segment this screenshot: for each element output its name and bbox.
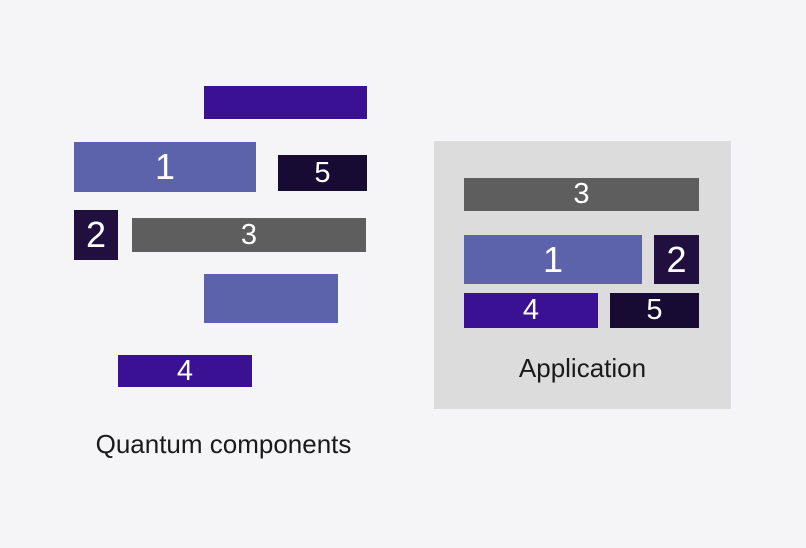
application-block-1: 1	[464, 235, 642, 284]
application-container: 3 1 2 4 5 Application	[434, 141, 731, 409]
quantum-block-5: 5	[278, 155, 367, 191]
quantum-block-periwinkle	[204, 274, 338, 323]
quantum-block-1: 1	[74, 142, 256, 192]
quantum-block-purple-top	[204, 86, 367, 119]
application-caption: Application	[518, 353, 647, 383]
application-block-5: 5	[610, 293, 699, 328]
application-block-2: 2	[654, 235, 699, 284]
application-block-4: 4	[464, 293, 598, 328]
application-block-3: 3	[464, 178, 699, 211]
quantum-block-3: 3	[132, 218, 366, 252]
quantum-caption: Quantum components	[95, 429, 352, 459]
quantum-block-2: 2	[74, 210, 118, 260]
quantum-block-4: 4	[118, 355, 252, 387]
